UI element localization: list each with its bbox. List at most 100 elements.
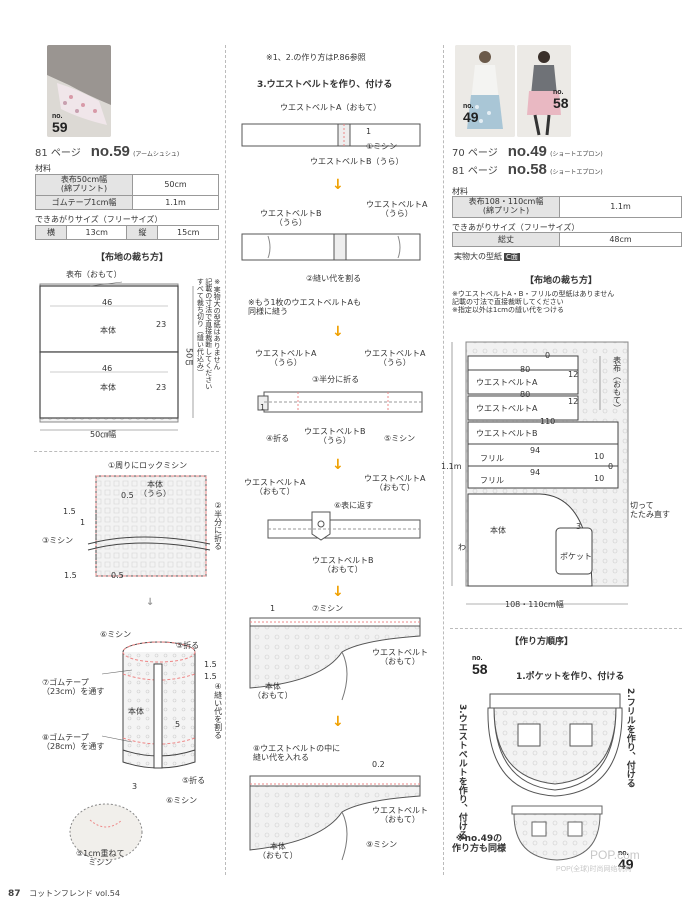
c-belt-a-label-1: ウエストベルトA （うら） <box>255 349 317 368</box>
magazine-volume: vol.54 <box>95 889 120 898</box>
step1-sew: ③ミシン <box>42 536 74 545</box>
cut-belt-a2: ウエストベルトA <box>476 404 538 413</box>
a-belt-b-label: ウエストベルトB（うら） <box>310 157 404 166</box>
f-body-label: 本体 （おもて） <box>258 842 298 861</box>
d-belt-diagram <box>267 511 421 541</box>
a-belt-a-label: ウエストベルトA（おもて） <box>280 103 382 112</box>
c-belt-diagram <box>257 391 423 413</box>
b-belt-b-label: ウエストベルトB （うら） <box>260 209 322 228</box>
step2-margin-15b: 1.5 <box>204 672 217 681</box>
size-title-right: できあがりサイズ（フリーサイズ） <box>452 223 580 232</box>
cut-layout-diagram-49-58 <box>451 341 629 605</box>
b-press-seam: ②縫い代を割る <box>306 274 362 283</box>
down-arrow-5: ↓ <box>332 714 344 730</box>
step2-fold-bottom: ⑤折る <box>182 776 206 785</box>
step1-margin-05-top: 0.5 <box>121 491 134 500</box>
down-arrow-3: ↓ <box>332 457 344 473</box>
left-section-separator <box>34 451 219 452</box>
cut-pocket: ポケット <box>560 552 592 561</box>
cut-piece2-width: 46 <box>102 364 113 373</box>
heading-step3: 3.ウエストベルトを作り、付ける <box>257 80 393 90</box>
step1-margin-05-bottom: 0.5 <box>111 571 124 580</box>
order-number-58: no.58 <box>472 655 488 677</box>
watermark-main: POP.com <box>590 848 640 862</box>
cut-piece2-height: 23 <box>156 383 167 392</box>
cut-margin-0a: 0 <box>545 351 551 360</box>
photo-arm-scrunchie: no.59 <box>47 45 111 137</box>
watermark-sub: POP(全球)时尚网络机构 <box>556 866 632 873</box>
step2-elastic-23: ⑦ゴムテープ （23cm）を通す <box>42 678 105 697</box>
cut-width-label: 50㎝幅 <box>90 430 117 439</box>
cut-margin-80b: 80 <box>520 390 531 399</box>
cut-note-49-58: ※ウエストベルトA・B・フリルの型紙はありません 記載の寸法で直接裁断してくださ… <box>452 290 615 315</box>
cut-margin-110: 110 <box>540 417 556 426</box>
step2-sew-bottom: ⑥ミシン <box>166 796 198 805</box>
b-belt-a-label: ウエストベルトA （うら） <box>366 200 428 219</box>
photo-apron-49: no.49 <box>455 45 515 137</box>
photo-number-49: no.49 <box>463 103 479 125</box>
e-body-diagram <box>249 617 421 701</box>
cut-layout-title-right: 【布地の裁ち方】 <box>525 276 598 286</box>
step2-margin-15a: 1.5 <box>204 660 217 669</box>
step1-margin-1: 1 <box>80 518 86 527</box>
f-insert-seam: ⑧ウエストベルトの中に 縫い代を入れる <box>253 744 341 763</box>
cut-belt-b: ウエストベルトB <box>476 429 538 438</box>
step-lock-stitch: ①周りにロックミシン <box>108 461 188 470</box>
cut-margin-12a: 12 <box>568 370 579 379</box>
step1-fold-half: ②半分に折る <box>213 501 223 550</box>
order-note-49: ※no.49の 作り方も同様 <box>452 834 507 855</box>
order-step2: 2.フリルを作り、付ける <box>624 688 635 788</box>
cut-refold-note: 切って たたみ直す <box>630 501 670 520</box>
photo-number-59: no.59 <box>52 113 68 135</box>
apron-order-diagram <box>487 693 623 861</box>
cut-layout-title: 【布地の裁ち方】 <box>96 253 169 263</box>
cut-piece1-name: 本体 <box>100 326 116 335</box>
f-body-diagram <box>249 775 421 861</box>
cut-margin-0b: 0 <box>608 462 614 471</box>
cut-fabric-right: 表布（おもて） <box>612 356 622 412</box>
a-margin-1: 1 <box>366 127 372 136</box>
photo-apron-58: no.58 <box>517 45 571 137</box>
c-belt-a-label-2: ウエストベルトA （うら） <box>364 349 426 368</box>
page-number: 87 <box>8 889 21 899</box>
e-sew: ⑦ミシン <box>312 604 344 613</box>
page-reference-49: 70 ページ no.49 (ショートエプロン) <box>452 143 603 160</box>
cut-note-59: ※実物大の型紙はありません 記載の寸法で直接裁断してください すべて裁ち切り（縫… <box>196 278 222 390</box>
down-arrow-4: ↓ <box>332 584 344 600</box>
b-belt-diagram <box>241 233 421 261</box>
step2-margin-3: 3 <box>132 782 138 791</box>
cut-margin-12b: 12 <box>568 397 579 406</box>
materials-table-49-58: 表布108・110cm幅 (綿プリント)1.1m <box>452 196 682 218</box>
step2-elastic-28: ⑧ゴムテープ （28cm）を通す <box>42 733 105 752</box>
c-fold-half: ③半分に折る <box>312 375 360 384</box>
cut-piece1-width: 46 <box>102 298 113 307</box>
b-note-repeat: ※もう1枚のウエストベルトAも 同様に縫う <box>248 298 362 317</box>
step2-press-seam: ④縫い代を割る <box>213 682 223 739</box>
order-step3: 3.ウエストベルトを作り、付ける <box>456 704 467 840</box>
page-footer: 87 コットンフレンド vol.54 <box>8 888 120 899</box>
d-turn-right-side: ⑥表に返す <box>334 501 374 510</box>
step1-margin-15-bottom: 1.5 <box>64 571 77 580</box>
cut-margin-10a: 10 <box>594 452 605 461</box>
right-section-separator <box>450 628 682 629</box>
order-title: 【作り方順序】 <box>510 637 574 647</box>
page-reference-58: 81 ページ no.58 (ショートエプロン) <box>452 161 603 178</box>
cut-width-right: 108・110cm幅 <box>505 600 564 609</box>
cut-margin-94b: 94 <box>530 468 541 477</box>
magazine-name: コットンフレンド <box>29 889 93 898</box>
c-fold: ④折る <box>266 434 290 443</box>
step1-diagram-59 <box>87 475 211 577</box>
down-arrow-2: ↓ <box>332 324 344 340</box>
e-belt-label: ウエストベルト （おもて） <box>372 648 428 667</box>
cut-piece2-name: 本体 <box>100 383 116 392</box>
step2-overlap-sew: ⑤1cm重ねて ミシン <box>76 849 125 868</box>
a-sew: ①ミシン <box>366 142 398 151</box>
f-margin-02: 0.2 <box>372 760 385 769</box>
f-sew: ⑨ミシン <box>366 840 398 849</box>
e-body-label: 本体 （おもて） <box>253 682 293 701</box>
fabric-label: 表布（おもて） <box>66 270 122 279</box>
cut-margin-94a: 94 <box>530 446 541 455</box>
